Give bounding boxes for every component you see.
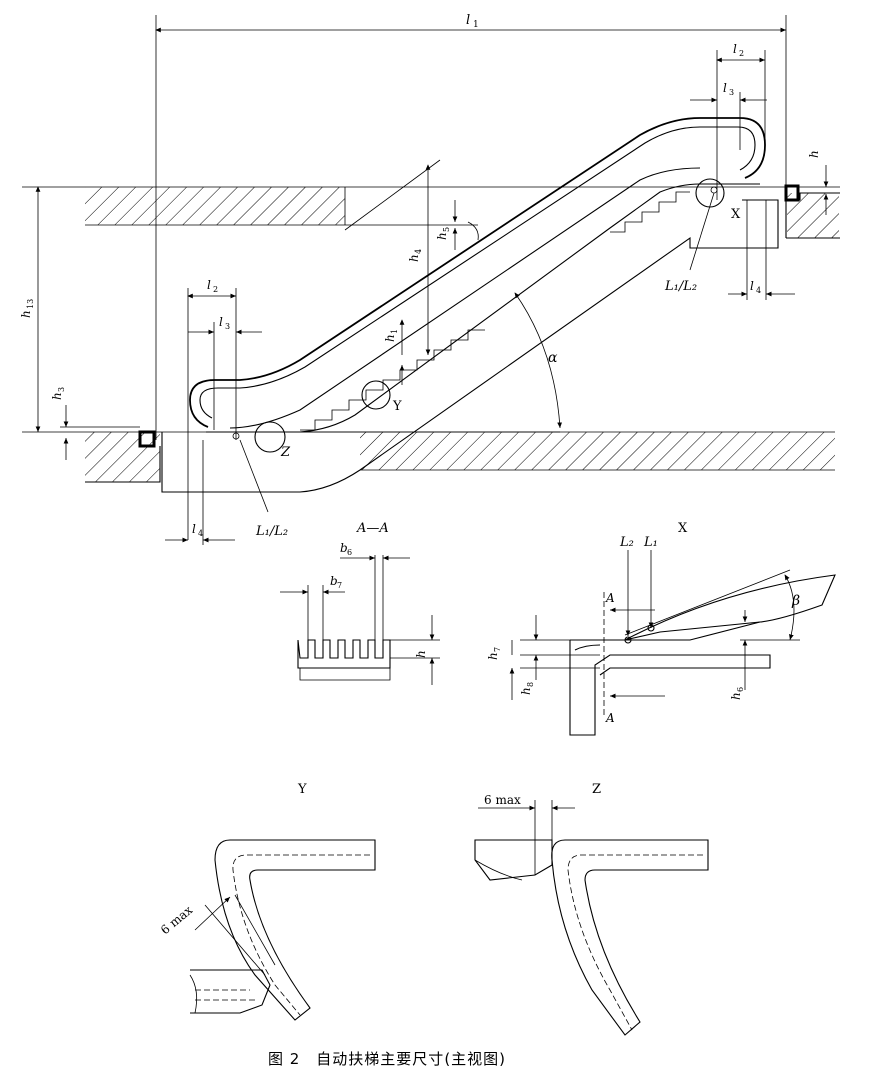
label-h3-upper: h (807, 150, 821, 158)
label-y-marker: Y (392, 399, 402, 414)
svg-text:5: 5 (442, 227, 451, 232)
label-l2-detail: L₂ (619, 535, 634, 550)
label-6max-z: 6 max (484, 793, 521, 807)
detail-z: Z 6 max (474, 782, 709, 1036)
label-section-aa: A—A (356, 521, 389, 536)
detail-circle-x (695, 178, 725, 208)
detail-circle-z (254, 421, 286, 453)
label-l1-sub: 1 (473, 20, 479, 30)
svg-text:8: 8 (526, 682, 535, 687)
label-alpha: α (548, 350, 558, 366)
label-x-marker: X (731, 207, 741, 222)
label-beta: β (791, 593, 800, 609)
label-h1-section: h (414, 650, 428, 658)
label-z-marker: Z (280, 445, 291, 460)
label-h4: h (407, 254, 421, 262)
label-l2-lower: l (207, 278, 211, 292)
label-h5: h (435, 232, 449, 240)
upper-floor-slab (22, 184, 840, 239)
label-b6: b (340, 541, 348, 555)
svg-text:6: 6 (736, 687, 745, 692)
figure-caption: 图 2 自动扶梯主要尺寸(主视图) (268, 1050, 506, 1068)
label-l3-upper: l (723, 81, 727, 95)
label-l2-upper: l (733, 42, 737, 56)
svg-text:6: 6 (347, 548, 352, 557)
detail-x: X L₂ L₁ A A h 7 h 8 h 6 β (486, 521, 836, 736)
label-h7: h (486, 652, 500, 660)
label-l1-l2-upper: L₁/L₂ (664, 279, 697, 294)
step-profile (300, 191, 690, 431)
main-elevation-view: l 1 l 2 l 3 l 4 h l 2 l 3 (19, 13, 840, 545)
svg-text:3: 3 (729, 88, 734, 97)
label-h1: h (383, 334, 397, 342)
svg-text:2: 2 (213, 285, 218, 294)
svg-text:4: 4 (756, 286, 761, 295)
label-detail-y: Y (297, 782, 307, 797)
label-l1-l2-lower: L₁/L₂ (255, 524, 288, 539)
svg-text:4: 4 (198, 529, 203, 538)
label-h3-lower: h (50, 392, 64, 400)
truss-outline (161, 199, 779, 493)
label-l4-lower: l (192, 522, 196, 536)
svg-text:7: 7 (493, 647, 502, 652)
label-l1-detail: L₁ (643, 535, 658, 550)
svg-text:2: 2 (739, 49, 744, 58)
label-l3-lower: l (219, 315, 223, 329)
svg-text:13: 13 (26, 299, 35, 309)
detail-y: Y 6 max (158, 782, 376, 1021)
label-l4-upper: l (750, 279, 754, 293)
label-l1: l (466, 13, 470, 28)
label-h6: h (729, 692, 743, 700)
label-h13: h (19, 310, 33, 318)
label-h8: h (519, 687, 533, 695)
svg-text:3: 3 (57, 387, 66, 392)
lower-floor-slab (22, 430, 835, 483)
detail-circle-y (361, 380, 391, 410)
label-detail-x: X (678, 521, 688, 536)
svg-text:1: 1 (390, 329, 399, 334)
section-a-a: A—A b 7 b 6 h (280, 521, 440, 685)
svg-text:4: 4 (414, 249, 423, 254)
svg-text:7: 7 (337, 581, 342, 590)
svg-text:3: 3 (225, 322, 230, 331)
label-detail-z: Z (592, 782, 601, 797)
label-6max-y: 6 max (158, 903, 195, 937)
label-a-top: A (605, 591, 615, 605)
label-a-bottom: A (605, 711, 615, 725)
label-b7: b (330, 574, 338, 588)
